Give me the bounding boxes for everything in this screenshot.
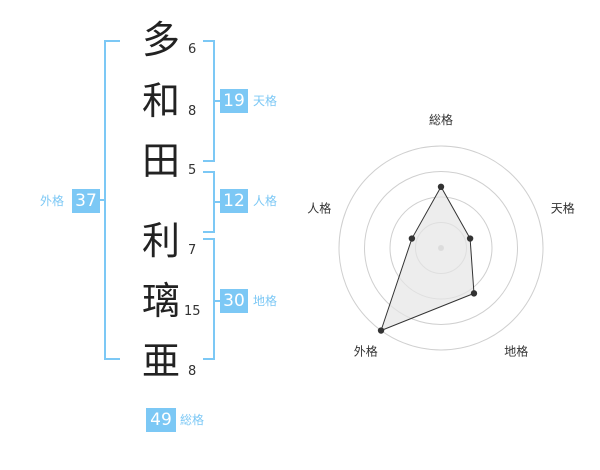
stroke-count-3: 5 xyxy=(188,163,197,178)
radar-point-4 xyxy=(408,235,416,242)
radar-axis-label: 天格 xyxy=(551,200,575,215)
jinkaku-score: 12 xyxy=(220,189,248,213)
radar-axis-label: 総格 xyxy=(429,112,453,127)
radar-axis-label: 外格 xyxy=(354,344,378,359)
radar-point-0 xyxy=(437,183,445,190)
stroke-count-6: 8 xyxy=(188,364,197,379)
jinkaku-bracket-tick xyxy=(213,201,221,203)
stroke-count-1: 6 xyxy=(188,42,197,57)
name-char-4: 利 xyxy=(141,219,180,263)
radar-axis-label: 人格 xyxy=(307,200,331,215)
radar-points xyxy=(377,183,478,334)
radar-ring xyxy=(364,171,518,325)
stroke-count-4: 7 xyxy=(188,243,197,258)
gaikaku-label: 外格 xyxy=(40,194,65,208)
chikaku-bracket xyxy=(203,238,215,360)
radar-point-1 xyxy=(466,235,474,242)
name-char-3: 田 xyxy=(141,139,180,183)
gaikaku-score: 37 xyxy=(72,189,100,213)
radar-center xyxy=(438,245,444,251)
radar-axis-label: 地格 xyxy=(504,344,528,359)
name-char-2: 和 xyxy=(141,79,180,123)
stroke-count-2: 8 xyxy=(188,104,197,119)
tenkaku-bracket-tick xyxy=(213,100,221,102)
gaikaku-bracket-tick xyxy=(98,199,106,201)
soukaku-score: 49 xyxy=(146,408,176,432)
name-char-5: 璃 xyxy=(141,279,180,323)
radar-ring xyxy=(338,145,544,351)
stroke-count-5: 15 xyxy=(184,304,201,319)
name-char-1: 多 xyxy=(141,18,180,62)
jinkaku-label: 人格 xyxy=(253,194,278,208)
chikaku-score: 30 xyxy=(220,289,248,313)
radar-point-2 xyxy=(470,290,478,297)
tenkaku-label: 天格 xyxy=(253,94,278,108)
name-char-6: 亜 xyxy=(141,339,180,383)
radar-polygon xyxy=(380,185,475,332)
chikaku-bracket-tick xyxy=(213,300,221,302)
radar-point-3 xyxy=(377,327,385,334)
soukaku-label: 総格 xyxy=(180,413,205,427)
tenkaku-score: 19 xyxy=(220,89,248,113)
chikaku-label: 地格 xyxy=(253,294,278,308)
